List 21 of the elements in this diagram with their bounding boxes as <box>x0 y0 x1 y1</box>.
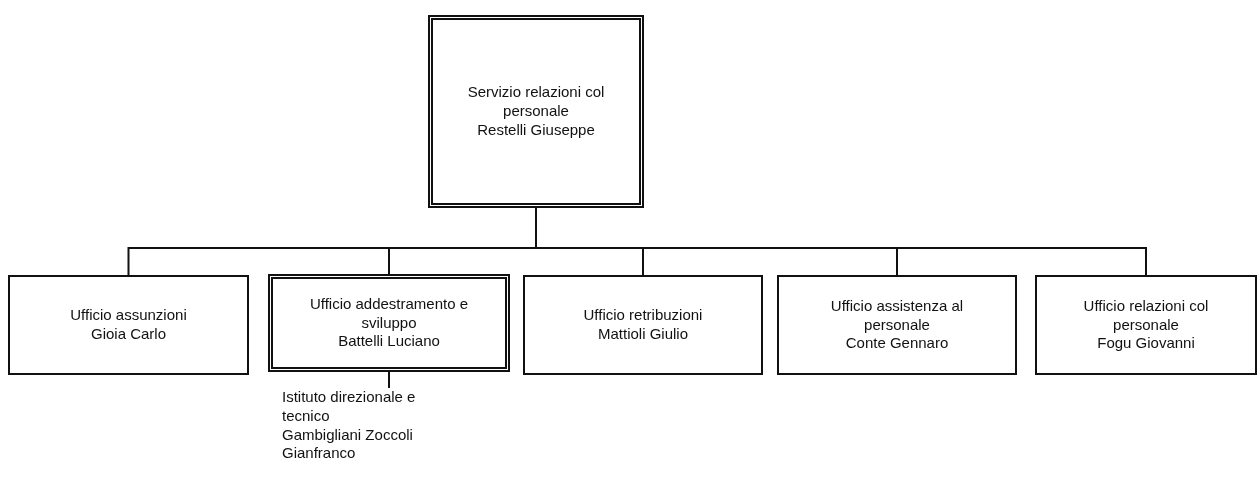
org-box <box>1035 275 1257 375</box>
org-box <box>428 15 644 208</box>
person-name: Battelli Luciano <box>338 332 440 352</box>
person-name: Restelli Giuseppe <box>477 120 595 140</box>
unit-name: Ufficio addestramento e sviluppo <box>308 294 470 333</box>
org-box <box>8 275 249 375</box>
org-box <box>268 274 510 372</box>
connector-line <box>388 371 390 389</box>
person-name: Gioia Carlo <box>91 325 166 344</box>
unit-name: Ufficio retribuzioni <box>583 306 703 325</box>
unit-name: Istituto direzionale e tecnico <box>282 388 417 426</box>
unit-name: Ufficio assistenza al personale <box>829 296 965 335</box>
unit-name: Servizio relazioni col personale <box>466 83 606 121</box>
person-name: Conte Gennaro <box>845 334 949 354</box>
unit-name: Ufficio relazioni col personale <box>1082 296 1210 335</box>
person-name: Gambigliani Zoccoli Gianfranco <box>282 425 414 463</box>
org-box <box>777 275 1017 375</box>
person-name: Mattioli Giulio <box>598 325 688 344</box>
org-box <box>523 275 763 375</box>
person-name: Fogu Giovanni <box>1097 334 1195 354</box>
unit-name: Ufficio assunzioni <box>70 306 187 325</box>
